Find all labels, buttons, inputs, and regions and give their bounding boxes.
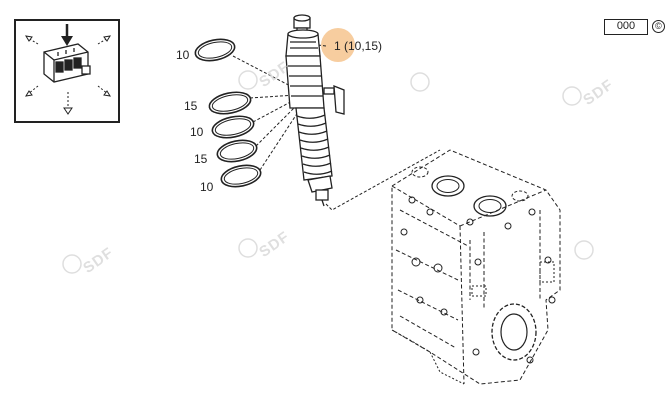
watermarks	[62, 70, 594, 274]
ring-3	[211, 115, 255, 139]
reference-number-box: 000	[604, 19, 648, 35]
callout-ring-1[interactable]: 10	[176, 48, 190, 62]
ring-4	[216, 139, 258, 163]
callout-main[interactable]: 1 (10,15)	[334, 39, 383, 53]
engine-block	[391, 149, 561, 385]
copyright-icon: ©	[652, 20, 665, 33]
callout-ring-2[interactable]: 15	[184, 99, 198, 113]
callout-ring-3[interactable]: 10	[190, 125, 204, 139]
highlight-circle	[321, 28, 355, 62]
callout-ring-5[interactable]: 10	[200, 180, 214, 194]
sealing-rings	[194, 38, 262, 188]
ring-5	[220, 164, 262, 188]
injector-assembly	[285, 14, 345, 207]
ring-2	[208, 91, 252, 115]
ring-top	[194, 38, 236, 62]
fitting-leader-line	[325, 149, 441, 211]
locator-arrow-icon	[61, 24, 73, 46]
callout-ring-4[interactable]: 15	[194, 152, 208, 166]
locator-thumbnail	[14, 19, 120, 123]
